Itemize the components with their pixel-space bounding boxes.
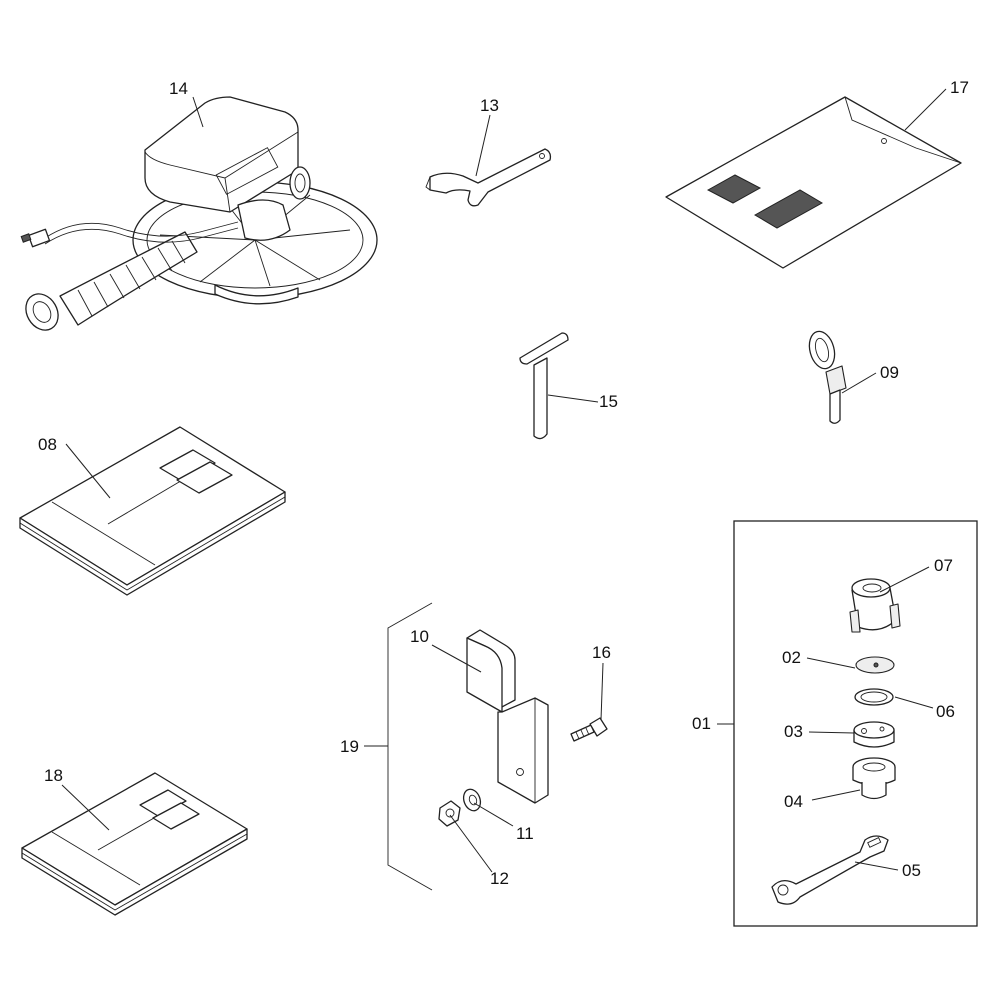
part-17-document-envelope (665, 96, 962, 269)
label-05: 05 (902, 861, 921, 880)
label-06: 06 (936, 702, 955, 721)
label-03: 03 (784, 722, 803, 741)
label-08: 08 (38, 435, 57, 454)
part-number-labels: 14 13 17 15 09 08 07 02 06 01 03 04 05 1… (38, 78, 969, 888)
label-04: 04 (784, 792, 803, 811)
part-18-manual-booklet (21, 772, 248, 916)
part-08-manual-booklet (19, 426, 286, 596)
label-12: 12 (490, 869, 509, 888)
label-18: 18 (44, 766, 63, 785)
part-15-t-key (519, 332, 569, 440)
label-11: 11 (516, 824, 534, 843)
label-07: 07 (934, 556, 953, 575)
label-15: 15 (599, 392, 618, 411)
part-13-hook-spanner (425, 148, 552, 207)
part-01-nozzle-kit (733, 520, 978, 927)
leader-lines (61, 88, 947, 873)
part-14-mixer-assembly (20, 96, 378, 331)
label-17: 17 (950, 78, 969, 97)
label-19: 19 (340, 737, 359, 756)
label-14: 14 (169, 79, 188, 98)
label-13: 13 (480, 96, 499, 115)
part-09-lock-pin (808, 330, 847, 424)
label-09: 09 (880, 363, 899, 382)
label-02: 02 (782, 648, 801, 667)
label-10: 10 (410, 627, 429, 646)
label-01: 01 (692, 714, 711, 733)
part-19-bracket-group (387, 602, 608, 891)
label-16: 16 (592, 643, 611, 662)
